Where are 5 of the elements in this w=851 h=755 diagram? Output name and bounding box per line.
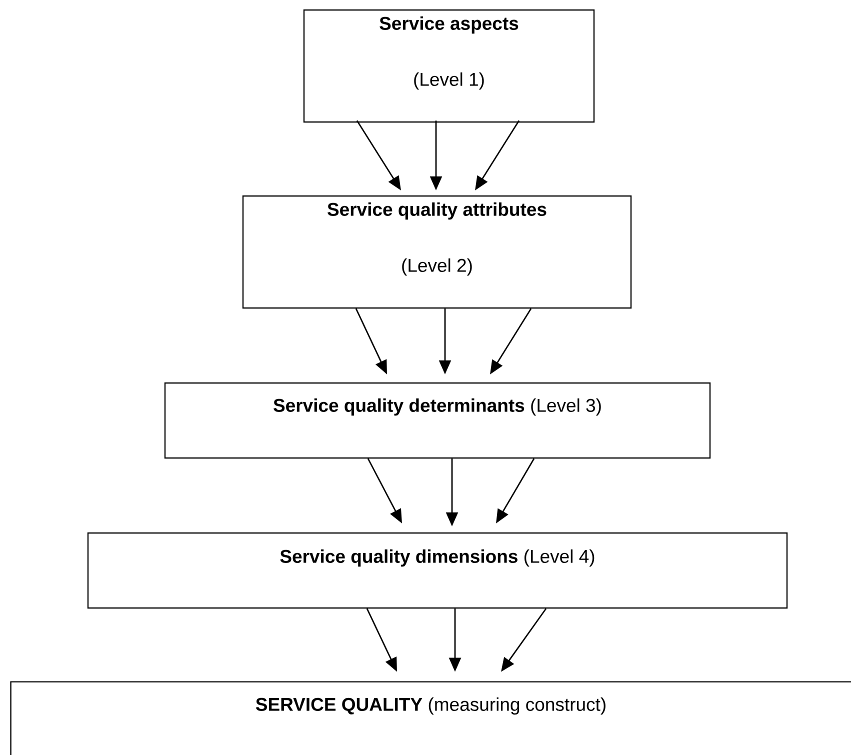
process-box: Service quality determinants (Level 3) — [164, 382, 711, 459]
process-box: SERVICE QUALITY (measuring construct) — [10, 681, 851, 755]
process-box: Service aspects (Level 1) — [303, 9, 595, 123]
process-box: Service quality dimensions (Level 4) — [87, 532, 788, 609]
process-box: Service quality attributes (Level 2) — [242, 195, 632, 309]
